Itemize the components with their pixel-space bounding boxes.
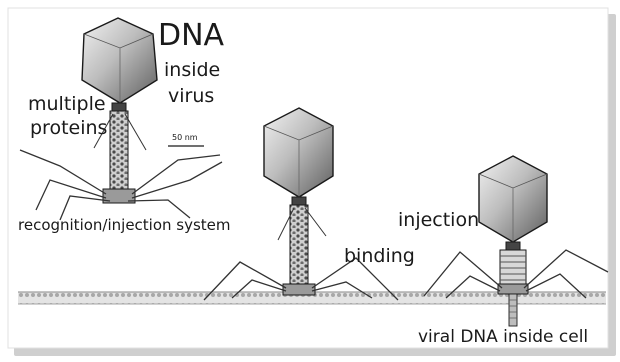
collar-1 xyxy=(112,103,126,111)
label-inside: inside xyxy=(164,59,220,81)
label-binding: binding xyxy=(344,245,415,267)
tail-1 xyxy=(110,111,128,189)
inner-tube xyxy=(509,294,517,326)
collar-2 xyxy=(292,197,306,205)
label-proteins: proteins xyxy=(30,117,107,139)
label-dna: DNA xyxy=(158,18,225,53)
label-injection: injection xyxy=(398,209,479,231)
label-multiple: multiple xyxy=(28,93,106,115)
label-viral-dna: viral DNA inside cell xyxy=(418,327,588,347)
baseplate-3 xyxy=(498,284,528,294)
tail-2 xyxy=(290,205,308,285)
label-virus: virus xyxy=(168,85,214,107)
baseplate-2 xyxy=(283,284,315,295)
contracted-sheath xyxy=(500,250,526,284)
label-recognition: recognition/injection system xyxy=(18,216,231,234)
scale-label: 50 nm xyxy=(172,133,198,142)
collar-3 xyxy=(506,242,520,250)
